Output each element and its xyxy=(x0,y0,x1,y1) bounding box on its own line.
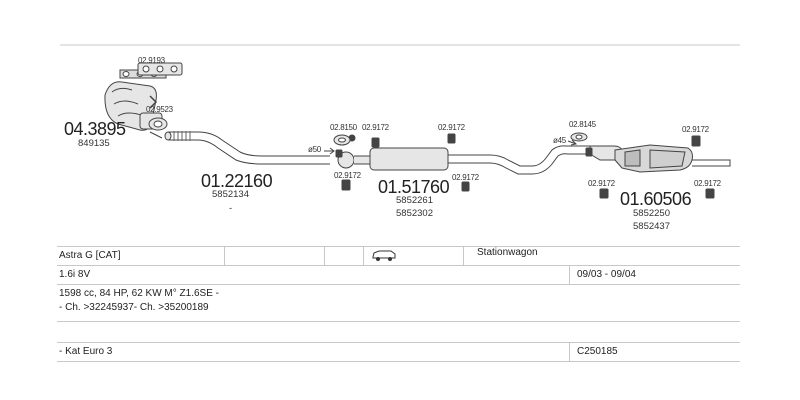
spring-drawing xyxy=(149,95,158,109)
table-row: 1598 cc, 84 HP, 62 KW M° Z1.6SE - xyxy=(57,285,740,303)
rubber-mount-drawing xyxy=(335,133,715,199)
exhaust-drawing xyxy=(60,44,740,199)
fitting-number: 02.8145 xyxy=(569,120,596,129)
engine-cell: 1.6i 8V xyxy=(59,269,91,280)
code-cell: C250185 xyxy=(577,346,618,357)
oe-number: 5852302 xyxy=(396,208,433,219)
years-cell: 09/03 - 09/04 xyxy=(577,269,636,280)
front-pipe-drawing xyxy=(149,131,330,165)
fitting-number: 02.9523 xyxy=(146,105,173,114)
flange-drawing xyxy=(570,132,588,142)
ring-flange-drawing xyxy=(333,134,351,146)
oe-number: 5852261 xyxy=(396,195,433,206)
model-cell: Astra G [CAT] xyxy=(59,250,121,261)
table-row: Astra G [CAT] Stationwagon xyxy=(57,247,740,266)
fitting-number: 02.9172 xyxy=(682,125,709,134)
flange-gasket-drawing xyxy=(148,117,168,131)
table-row: 1.6i 8V 09/03 - 09/04 xyxy=(57,266,740,285)
body-type-cell: Stationwagon xyxy=(477,247,538,258)
fitting-number: 02.9172 xyxy=(438,123,465,132)
table-row: - Kat Euro 3 C250185 xyxy=(57,343,740,362)
rear-silencer-drawing xyxy=(589,144,731,173)
oe-number: 849135 xyxy=(78,138,110,149)
part-number: 01.22160 xyxy=(201,171,273,191)
fitting-number: 02.9193 xyxy=(138,56,165,65)
vehicle-info-table: Astra G [CAT] Stationwagon 1.6i 8V 09/03… xyxy=(57,246,740,362)
car-icon xyxy=(371,248,397,266)
chassis-cell: - Ch. >32245937- Ch. >35200189 xyxy=(59,302,209,313)
oe-number: 5852437 xyxy=(633,221,670,232)
part-number: 01.51760 xyxy=(378,177,450,197)
diameter-label: ø50 xyxy=(308,145,321,154)
emission-cell: - Kat Euro 3 xyxy=(59,346,113,357)
fitting-number: 02.9172 xyxy=(452,173,479,182)
diameter-arrow xyxy=(567,140,577,145)
table-row xyxy=(57,322,740,343)
table-row: - Ch. >32245937- Ch. >35200189 xyxy=(57,302,740,322)
dash-mark: - xyxy=(229,203,233,214)
fitting-number: 02.9172 xyxy=(362,123,389,132)
middle-silencer-drawing xyxy=(337,145,590,175)
fitting-number: 02.9172 xyxy=(694,179,721,188)
spec-cell: 1598 cc, 84 HP, 62 KW M° Z1.6SE - xyxy=(59,288,219,299)
part-number: 04.3895 xyxy=(64,119,126,139)
fitting-number: 02.9172 xyxy=(588,179,615,188)
oe-number: 5852250 xyxy=(633,208,670,219)
exhaust-diagram: 04.3895 849135 01.22160 5852134 - 01.517… xyxy=(60,44,740,232)
fitting-number: 02.8150 xyxy=(330,123,357,132)
diameter-label: ø45 xyxy=(553,136,566,145)
fitting-number: 02.9172 xyxy=(334,171,361,180)
gasket-drawing xyxy=(137,62,183,76)
part-number: 01.60506 xyxy=(620,189,692,209)
oe-number: 5852134 xyxy=(212,189,249,200)
